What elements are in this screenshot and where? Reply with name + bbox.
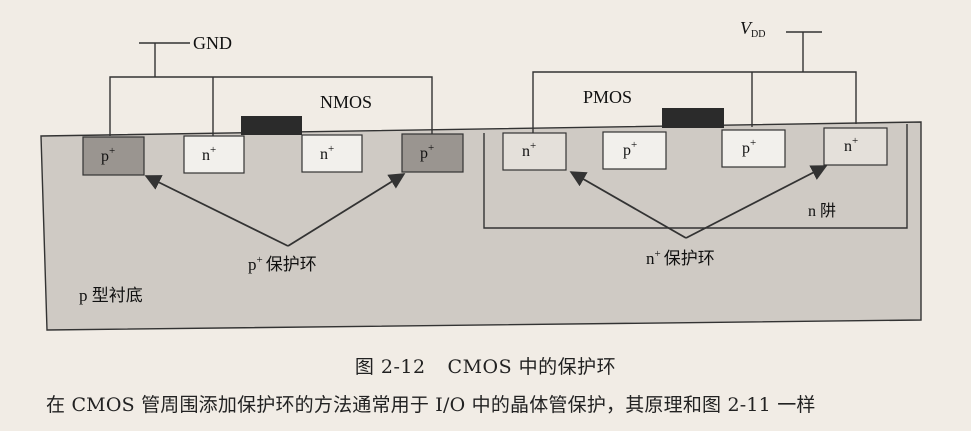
- guard-ring-arrows: [144, 165, 828, 247]
- n-well-label: n 阱: [808, 202, 836, 220]
- p-plus-label-pmos-source: p+: [623, 139, 637, 159]
- p-plus-label-right: p+: [420, 142, 434, 162]
- n-plus-region-right: [823, 127, 888, 166]
- vdd-label: VDD: [740, 18, 765, 40]
- p-plus-region-right: [401, 133, 464, 173]
- pmos-gate: [662, 108, 724, 128]
- figure-caption: 图 2-12 CMOS 中的保护环: [0, 352, 971, 379]
- n-guard-ring-label: n+保护环: [646, 248, 715, 268]
- figure-number: 图 2-12: [354, 356, 426, 378]
- n-plus-region-nmos-source: [183, 135, 245, 174]
- n-plus-label-left: n+: [522, 140, 536, 160]
- n-plus-label-right: n+: [844, 135, 858, 155]
- p-plus-region-pmos-drain: [721, 129, 786, 168]
- n-plus-region-nmos-drain: [301, 134, 363, 173]
- body-text: 在 CMOS 管周围添加保护环的方法通常用于 I/O 中的晶体管保护，其原理和图…: [46, 394, 816, 416]
- p-plus-region-left: [82, 136, 145, 176]
- pmos-label: PMOS: [583, 87, 632, 107]
- n-plus-label-nmos-drain: n+: [320, 143, 334, 163]
- nmos-gate: [241, 116, 302, 135]
- gnd-label: GND: [193, 33, 232, 53]
- substrate-label: p 型衬底: [79, 286, 143, 305]
- cmos-guard-ring-diagram: GND VDD NMOS PMOS p+ n+ n+ p+ n+ p+ p+ n…: [40, 18, 922, 331]
- n-well-outline: [483, 124, 908, 229]
- p-guard-ring-label: p+保护环: [248, 254, 317, 274]
- figure-title: CMOS 中的保护环: [447, 356, 617, 378]
- nmos-label: NMOS: [320, 92, 372, 112]
- p-plus-label-left: p+: [101, 145, 115, 165]
- p-plus-region-pmos-source: [602, 131, 667, 170]
- n-plus-label-nmos-source: n+: [202, 144, 216, 164]
- pmos-wiring: [532, 31, 857, 133]
- n-plus-region-left: [502, 132, 567, 171]
- p-substrate: [40, 121, 922, 331]
- nmos-wiring: [109, 42, 433, 136]
- p-plus-label-pmos-drain: p+: [742, 137, 756, 157]
